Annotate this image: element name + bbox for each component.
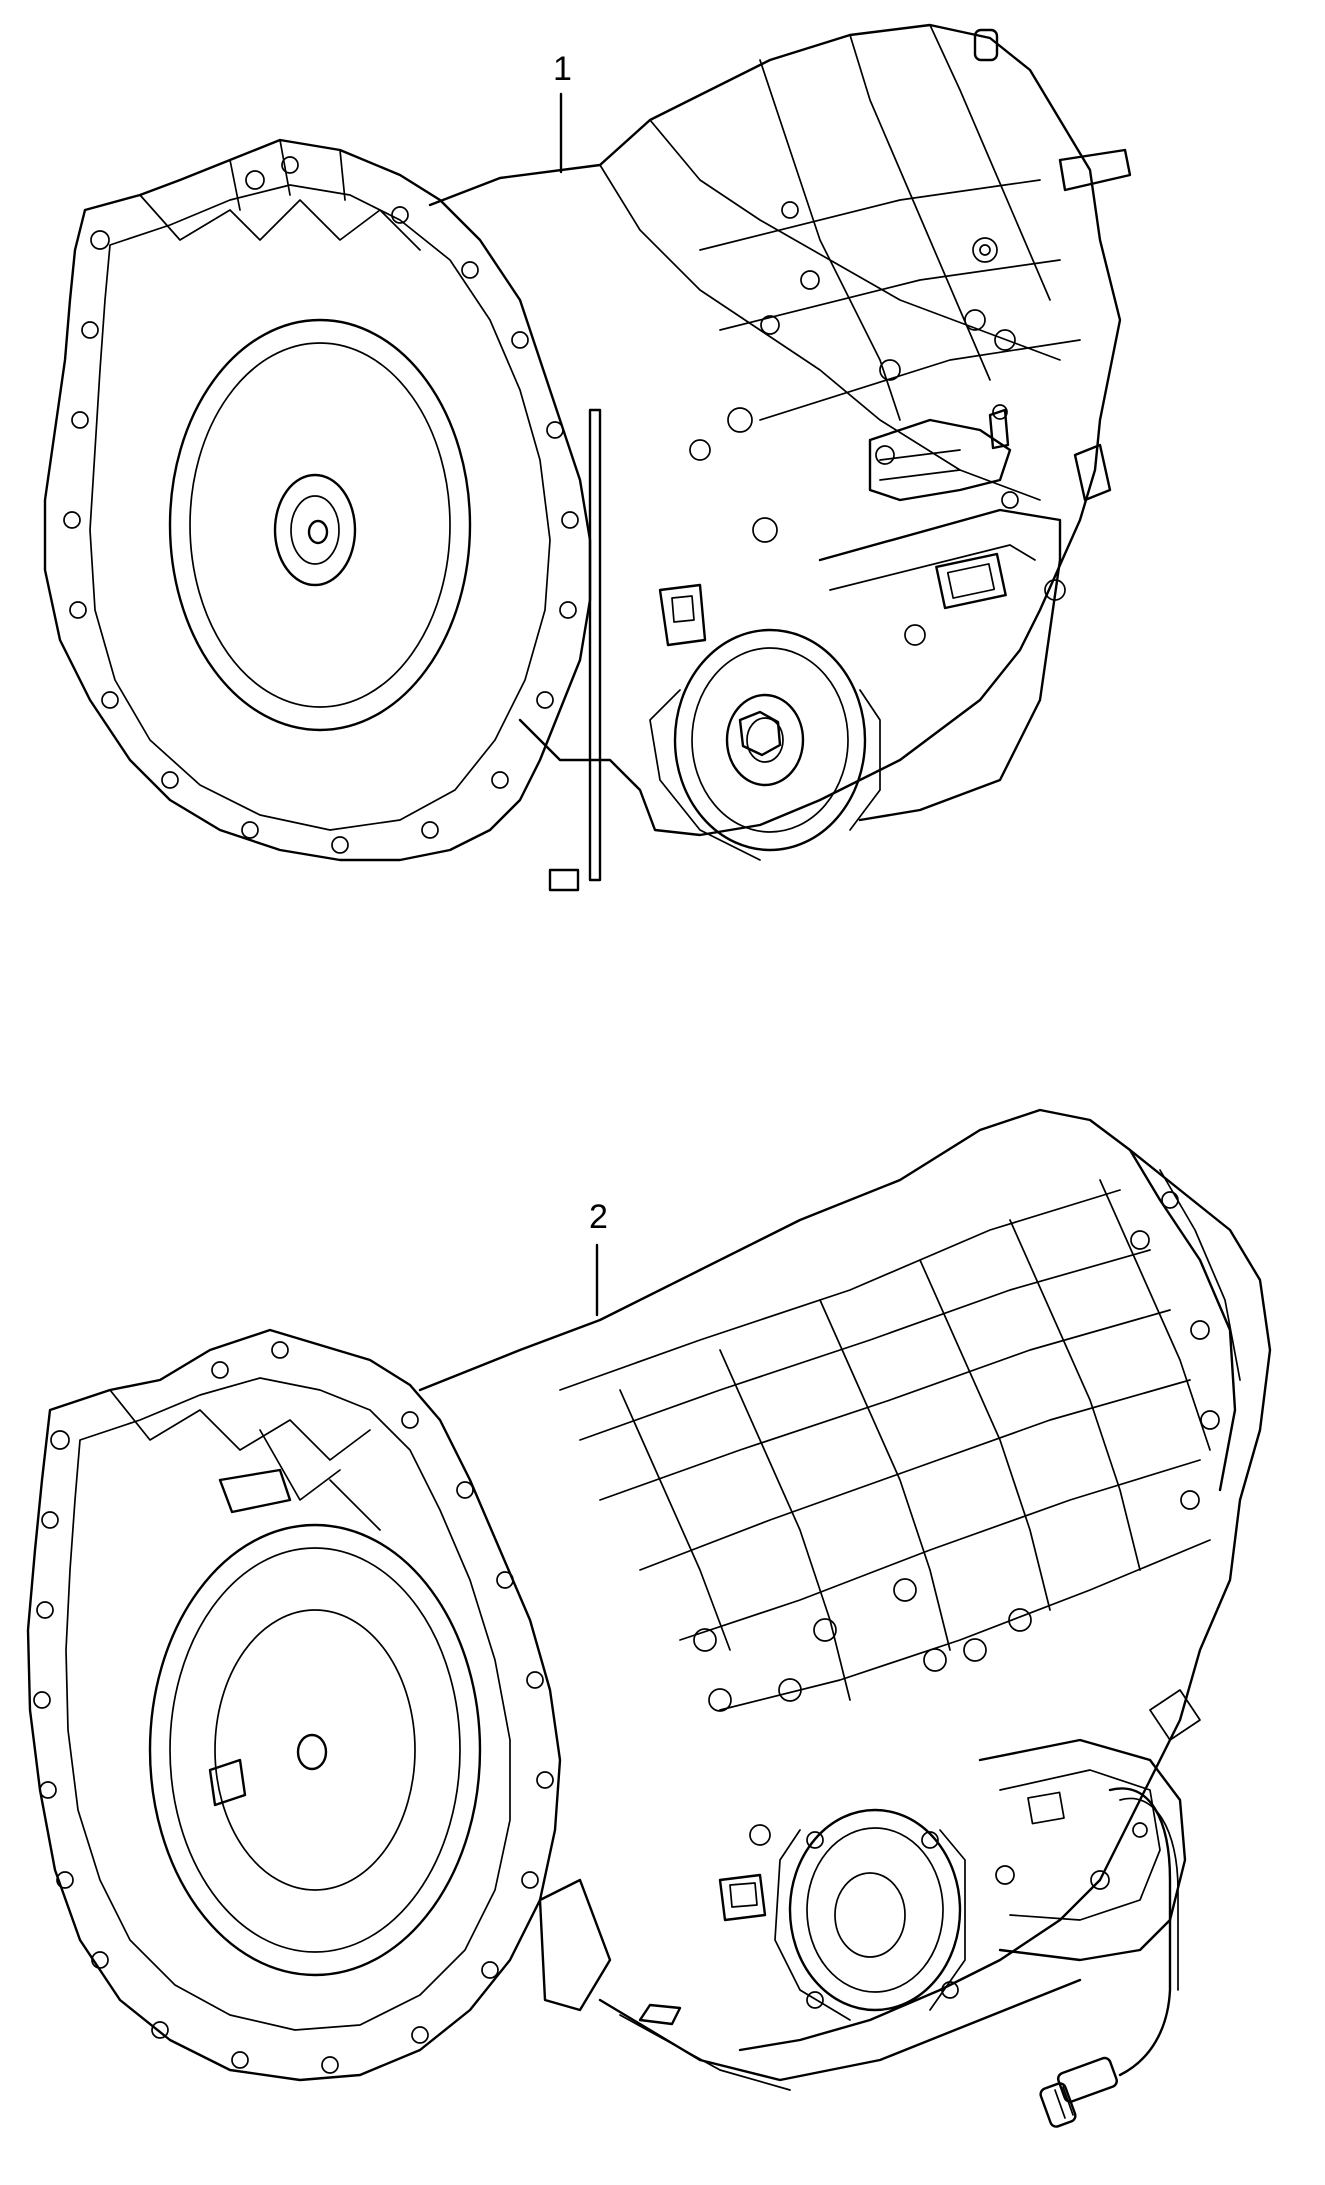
callout-label-2: 2 <box>589 1198 608 1236</box>
transmission-2-drawing <box>26 1108 1272 2128</box>
callout-label-1: 1 <box>553 50 572 88</box>
transmission-1-drawing <box>43 23 1132 892</box>
